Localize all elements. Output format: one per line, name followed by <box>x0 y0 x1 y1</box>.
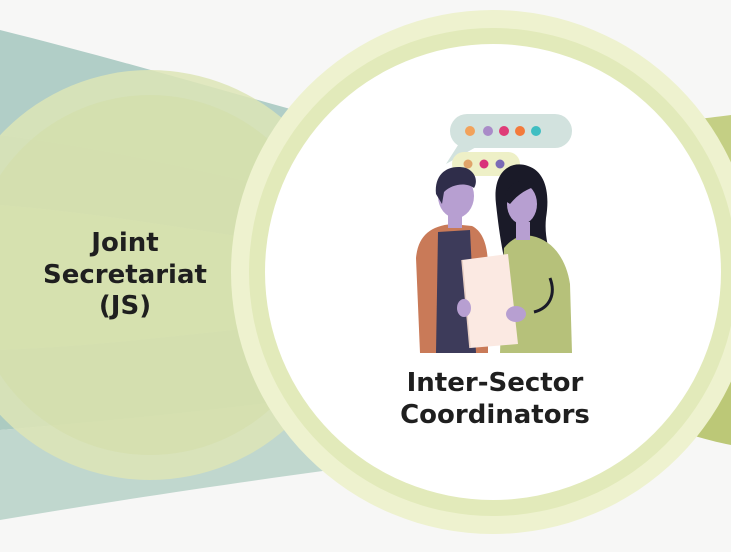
center-label-line-1: Inter-Sector <box>406 368 584 398</box>
js-node-label: Joint Secretariat (JS) <box>20 228 230 323</box>
bubble-dot <box>531 126 541 136</box>
person-left-icon <box>416 167 488 353</box>
bubble-dot <box>515 126 525 136</box>
bubble-dot <box>495 159 505 169</box>
bubble-dot <box>499 126 509 136</box>
bubble-dot <box>465 126 475 136</box>
center-node-label: Inter-Sector Coordinators <box>350 368 640 431</box>
js-label-line-3: (JS) <box>98 291 152 322</box>
bubble-dot <box>479 159 489 169</box>
js-label-line-2: Secretariat <box>43 259 207 290</box>
document-icon <box>457 254 526 349</box>
center-label-line-2: Coordinators <box>400 399 590 430</box>
bubble-dot <box>463 159 473 169</box>
bubble-dot <box>483 126 493 136</box>
two-people-reading-document-icon <box>416 114 572 353</box>
js-label-line-1: Joint <box>91 228 159 258</box>
person-right-icon <box>495 164 572 353</box>
